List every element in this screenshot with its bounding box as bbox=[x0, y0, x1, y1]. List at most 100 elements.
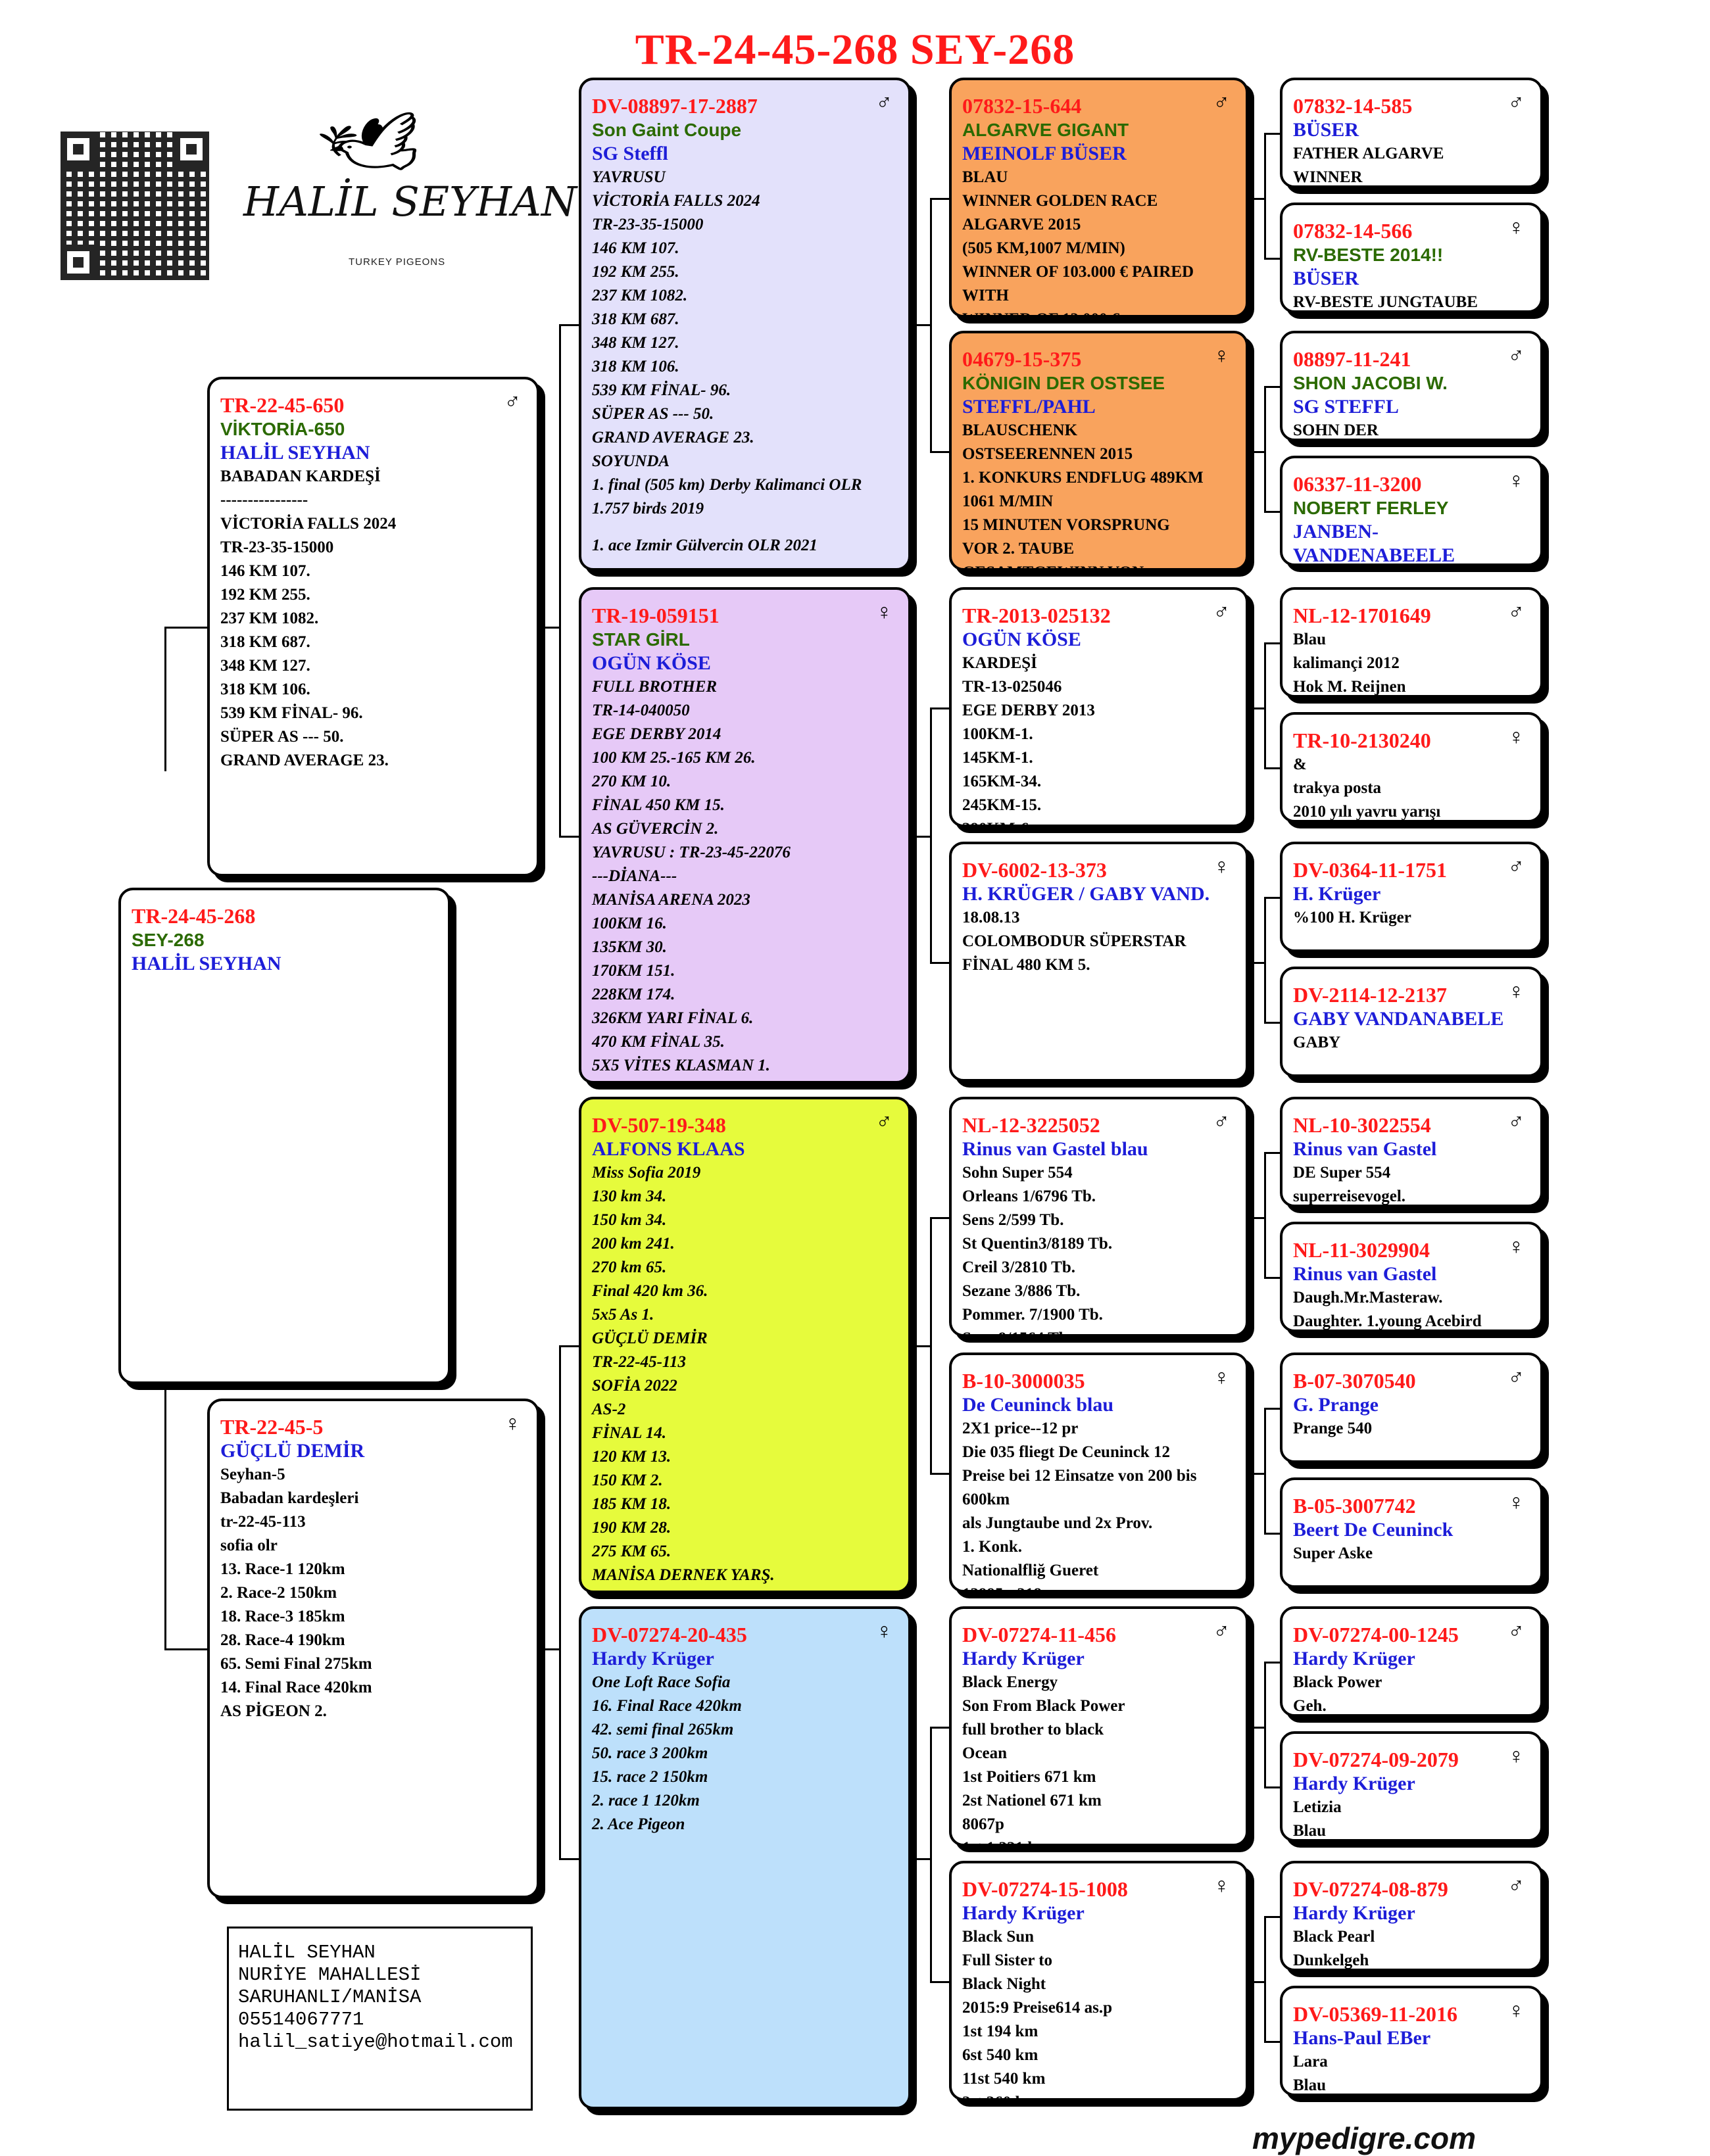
breeder-name: GABY VANDANABELE bbox=[1293, 1008, 1504, 1030]
breeder-name: SG STEFFL bbox=[1293, 396, 1399, 418]
performance-line: Miss Sofia 2019 bbox=[592, 1164, 701, 1182]
info-line: trakya posta bbox=[1293, 779, 1382, 797]
performance-line: 170KM 151. bbox=[592, 962, 675, 980]
performance-line: 50. race 3 200km bbox=[592, 1744, 708, 1762]
info-line: Blau bbox=[1293, 1822, 1327, 1840]
info-line: Orleans 1/6796 Tb. bbox=[962, 1187, 1096, 1205]
info-line: 14. Final Race 420km bbox=[220, 1679, 372, 1696]
info-line: 192 KM 255. bbox=[220, 586, 310, 604]
info-line: 2015:9 Preise614 as.p bbox=[962, 1999, 1112, 2017]
connector-line bbox=[1264, 767, 1280, 769]
connector-line bbox=[930, 198, 949, 200]
info-line: RV-BESTE JUNGTAUBE bbox=[1293, 293, 1478, 311]
contact-city: SARUHANLI/MANİSA bbox=[238, 1986, 422, 2008]
ring-number: 04679-15-375 bbox=[962, 347, 1082, 371]
info-line: TR-13-025046 bbox=[962, 678, 1062, 696]
info-line: Ocean bbox=[962, 1744, 1008, 1762]
ring-number: TR-10-2130240 bbox=[1293, 729, 1431, 752]
performance-line: 470 KM FİNAL 35. bbox=[592, 1033, 725, 1051]
connector-line bbox=[930, 1217, 932, 1473]
female-icon: ♀ bbox=[1507, 980, 1525, 1004]
breeder-name: De Ceuninck blau bbox=[962, 1394, 1114, 1416]
connector-line bbox=[930, 1473, 949, 1475]
qr-finder-pattern bbox=[61, 132, 96, 167]
connector-line bbox=[911, 836, 930, 838]
performance-line: MANİSA ARENA 2023 bbox=[592, 891, 750, 909]
connector-line bbox=[539, 1648, 559, 1650]
connector-line bbox=[1264, 1916, 1280, 1918]
connector-line bbox=[1264, 1408, 1280, 1410]
connector-line bbox=[1264, 2041, 1280, 2043]
info-line: Prange 540 bbox=[1293, 1420, 1373, 1437]
info-line: Black Sun bbox=[962, 1928, 1035, 1946]
info-line: OSTSEERENNEN 2015 bbox=[962, 445, 1133, 463]
breeder-name: Rinus van Gastel blau bbox=[962, 1138, 1148, 1160]
male-icon: ♂ bbox=[1507, 344, 1525, 368]
info-line: 2X1 price--12 pr bbox=[962, 1420, 1079, 1437]
info-line: & bbox=[1293, 755, 1307, 773]
performance-line: YAVRUSU bbox=[592, 168, 666, 186]
connector-line bbox=[1264, 897, 1266, 1022]
info-line: Geh. bbox=[1293, 1697, 1327, 1715]
ring-number: DV-07274-09-2079 bbox=[1293, 1748, 1459, 1771]
info-line: 1st 194 km bbox=[962, 2023, 1038, 2040]
male-icon: ♂ bbox=[1213, 1619, 1231, 1644]
info-line: Preise bei 12 Einsatze von 200 bis bbox=[962, 1467, 1197, 1485]
breeder-name: GÜÇLÜ DEMİR bbox=[220, 1440, 365, 1462]
info-line: SÜPER AS --- 50. bbox=[220, 728, 344, 746]
pedigree-title: TR-24-45-268 SEY-268 bbox=[635, 26, 1075, 74]
info-line: WINNER OF 103.000 € PAIRED bbox=[962, 263, 1194, 281]
connector-line bbox=[1264, 1152, 1280, 1154]
info-line: ALGARVE 2015 bbox=[962, 216, 1081, 233]
info-line: 15 MINUTEN VORSPRUNG bbox=[962, 516, 1170, 534]
spacer bbox=[592, 521, 898, 534]
performance-line: 100KM 16. bbox=[592, 915, 667, 932]
male-icon: ♂ bbox=[1213, 600, 1231, 625]
info-line: 100KM-1. bbox=[962, 725, 1033, 743]
info-line: 539 KM FİNAL- 96. bbox=[220, 704, 363, 722]
performance-line: 326KM YARI FİNAL 6. bbox=[592, 1009, 754, 1027]
info-line: 1st Poitiers 671 km bbox=[962, 1768, 1096, 1786]
connector-line bbox=[1264, 642, 1280, 644]
footer-brand: mypedigre.com bbox=[1252, 2121, 1476, 2155]
info-line: 1st 1.221 km bbox=[962, 1836, 1235, 1844]
breeder-name: HALİL SEYHAN bbox=[220, 442, 370, 464]
ring-number: DV-507-19-348 bbox=[592, 1113, 726, 1137]
female-icon: ♀ bbox=[875, 600, 893, 625]
performance-line: 2. race 1 120km bbox=[592, 1792, 700, 1809]
info-line: 18. Race-3 185km bbox=[220, 1608, 345, 1625]
performance-line: TR-22-45-113 bbox=[592, 1353, 687, 1371]
performance-line: 130 km 34. bbox=[592, 1187, 667, 1205]
info-line: Sohn Super 554 bbox=[962, 1164, 1073, 1182]
performance-line: GÜÇLÜ DEMİR bbox=[592, 1330, 708, 1347]
info-line: WINNER OF 12.000 € bbox=[962, 308, 1235, 315]
breeder-name: Rinus van Gastel bbox=[1293, 1263, 1437, 1285]
halil-seyhan-logo: 🕊 HALİL SEYHAN TURKEY PIGEONS bbox=[230, 108, 577, 286]
performance-line: YAVRUSU : TR-23-45-22076 bbox=[592, 844, 791, 861]
ring-number: NL-10-3022554 bbox=[1293, 1113, 1431, 1137]
connector-line bbox=[559, 324, 579, 326]
male-icon: ♂ bbox=[1507, 1366, 1525, 1390]
connector-line bbox=[930, 707, 949, 709]
performance-line: FİNAL 450 KM 15. bbox=[592, 796, 725, 814]
ring-number: DV-07274-15-1008 bbox=[962, 1877, 1128, 1901]
info-line: als Jungtaube und 2x Prov. bbox=[962, 1514, 1153, 1532]
info-line: 6st 540 km bbox=[962, 2046, 1038, 2064]
connector-line bbox=[1264, 1662, 1280, 1664]
breeder-name: HALİL SEYHAN bbox=[132, 953, 281, 974]
performance-line: 228KM 174. bbox=[592, 986, 675, 1003]
ring-number: TR-2013-025132 bbox=[962, 604, 1111, 627]
info-line: kalimançi 2012 bbox=[1293, 654, 1400, 672]
bird-icon: 🕊 bbox=[310, 108, 442, 184]
performance-line: One Loft Race Sofia bbox=[592, 1673, 731, 1691]
performance-line: SÜPER AS --- 50. bbox=[592, 405, 714, 423]
connector-line bbox=[559, 324, 561, 836]
performance-line: SOYUNDA bbox=[592, 452, 670, 470]
male-icon: ♂ bbox=[1213, 91, 1231, 115]
ring-number: 07832-14-585 bbox=[1293, 94, 1413, 118]
